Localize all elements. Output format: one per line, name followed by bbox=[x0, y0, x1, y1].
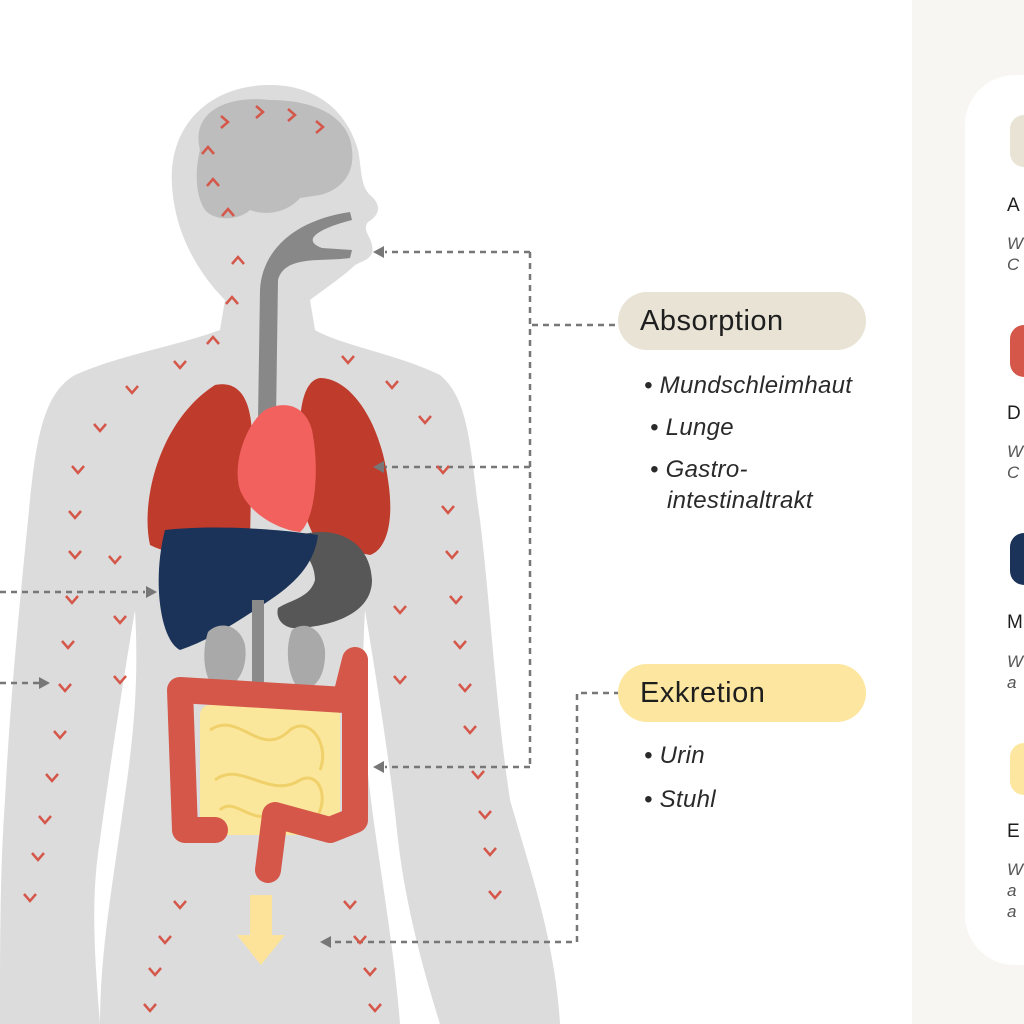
liver bbox=[158, 527, 318, 650]
arrowhead-excretion bbox=[320, 936, 331, 948]
trachea bbox=[258, 212, 352, 420]
colon bbox=[167, 647, 368, 883]
kidney-left bbox=[204, 625, 246, 690]
chevron-mark bbox=[173, 900, 187, 910]
chevron-mark bbox=[353, 935, 367, 945]
chevron-mark bbox=[65, 595, 79, 605]
connector-lines bbox=[0, 250, 620, 944]
chevron-mark bbox=[231, 255, 245, 265]
spine-vessel bbox=[252, 600, 264, 700]
chevron-mark bbox=[113, 615, 127, 625]
chevron-mark bbox=[206, 335, 220, 345]
connector-arrowheads bbox=[39, 246, 384, 948]
chevron-mark bbox=[93, 423, 107, 433]
chevron-mark bbox=[148, 967, 162, 977]
chevron-mark bbox=[173, 360, 187, 370]
arrowhead-gi bbox=[373, 761, 384, 773]
chevron-mark bbox=[453, 640, 467, 650]
list-item-cont: intestinaltrakt bbox=[667, 487, 813, 514]
chevron-mark bbox=[471, 770, 485, 780]
list-item: • Stuhl bbox=[644, 786, 716, 813]
chevron-mark bbox=[463, 725, 477, 735]
arrowhead-lung bbox=[373, 461, 384, 473]
legend-title: M bbox=[1007, 612, 1023, 633]
kidney-right bbox=[287, 625, 326, 690]
arrowhead-mouth bbox=[373, 246, 384, 258]
small-intestine bbox=[200, 705, 340, 835]
chevron-mark bbox=[478, 810, 492, 820]
legend-title: A bbox=[1007, 195, 1020, 216]
chevron-mark bbox=[220, 115, 230, 129]
chevron-mark bbox=[68, 550, 82, 560]
chevron-mark bbox=[201, 145, 215, 155]
chevron-mark bbox=[38, 815, 52, 825]
legend-title: D bbox=[1007, 403, 1021, 424]
lung-left bbox=[147, 384, 252, 556]
chevron-mark bbox=[23, 893, 37, 903]
chevron-mark bbox=[341, 355, 355, 365]
chevron-mark bbox=[363, 967, 377, 977]
chevron-mark bbox=[343, 900, 357, 910]
arrowhead-liver bbox=[146, 586, 157, 598]
chevron-mark bbox=[68, 510, 82, 520]
chevron-mark bbox=[418, 415, 432, 425]
excretion-arrow bbox=[237, 895, 285, 965]
chevron-mark bbox=[445, 550, 459, 560]
legend-dot bbox=[1010, 115, 1024, 167]
circulation-chevrons bbox=[23, 105, 502, 1013]
stomach bbox=[277, 532, 372, 629]
legend-title: E bbox=[1007, 821, 1020, 842]
chevron-mark bbox=[393, 675, 407, 685]
body-diagram bbox=[0, 85, 620, 1024]
legend-dot bbox=[1010, 325, 1024, 377]
legend-dot bbox=[1010, 743, 1024, 795]
chevron-mark bbox=[368, 1003, 382, 1013]
chevron-mark bbox=[113, 675, 127, 685]
chevron-mark bbox=[71, 465, 85, 475]
chevron-mark bbox=[125, 385, 139, 395]
legend-dot bbox=[1010, 533, 1024, 585]
chevron-mark bbox=[255, 105, 265, 119]
chevron-mark bbox=[441, 505, 455, 515]
exkretion-label: Exkretion bbox=[618, 664, 866, 722]
chevron-mark bbox=[158, 935, 172, 945]
chevron-mark bbox=[483, 847, 497, 857]
chevron-mark bbox=[61, 640, 75, 650]
chevron-mark bbox=[31, 852, 45, 862]
chevron-mark bbox=[45, 773, 59, 783]
chevron-mark bbox=[287, 108, 297, 122]
chevron-mark bbox=[143, 1003, 157, 1013]
chevron-mark bbox=[58, 683, 72, 693]
chevron-mark bbox=[108, 555, 122, 565]
chevron-mark bbox=[385, 380, 399, 390]
list-item: • Urin bbox=[644, 742, 705, 769]
absorption-label: Absorption bbox=[618, 292, 866, 350]
chevron-mark bbox=[315, 120, 325, 134]
chevron-mark bbox=[449, 595, 463, 605]
chevron-mark bbox=[225, 295, 239, 305]
arrowhead-distribution bbox=[39, 677, 50, 689]
chevron-mark bbox=[53, 730, 67, 740]
brain bbox=[196, 99, 353, 219]
lung-right bbox=[298, 378, 391, 555]
chevron-mark bbox=[436, 465, 450, 475]
list-item: • Gastro- bbox=[650, 456, 748, 483]
list-item: • Lunge bbox=[650, 414, 734, 441]
list-item: • Mundschleimhaut bbox=[644, 372, 853, 399]
chevron-mark bbox=[206, 177, 220, 187]
chevron-mark bbox=[393, 605, 407, 615]
chevron-mark bbox=[221, 207, 235, 217]
chevron-mark bbox=[458, 683, 472, 693]
chevron-mark bbox=[488, 890, 502, 900]
heart bbox=[237, 405, 316, 532]
